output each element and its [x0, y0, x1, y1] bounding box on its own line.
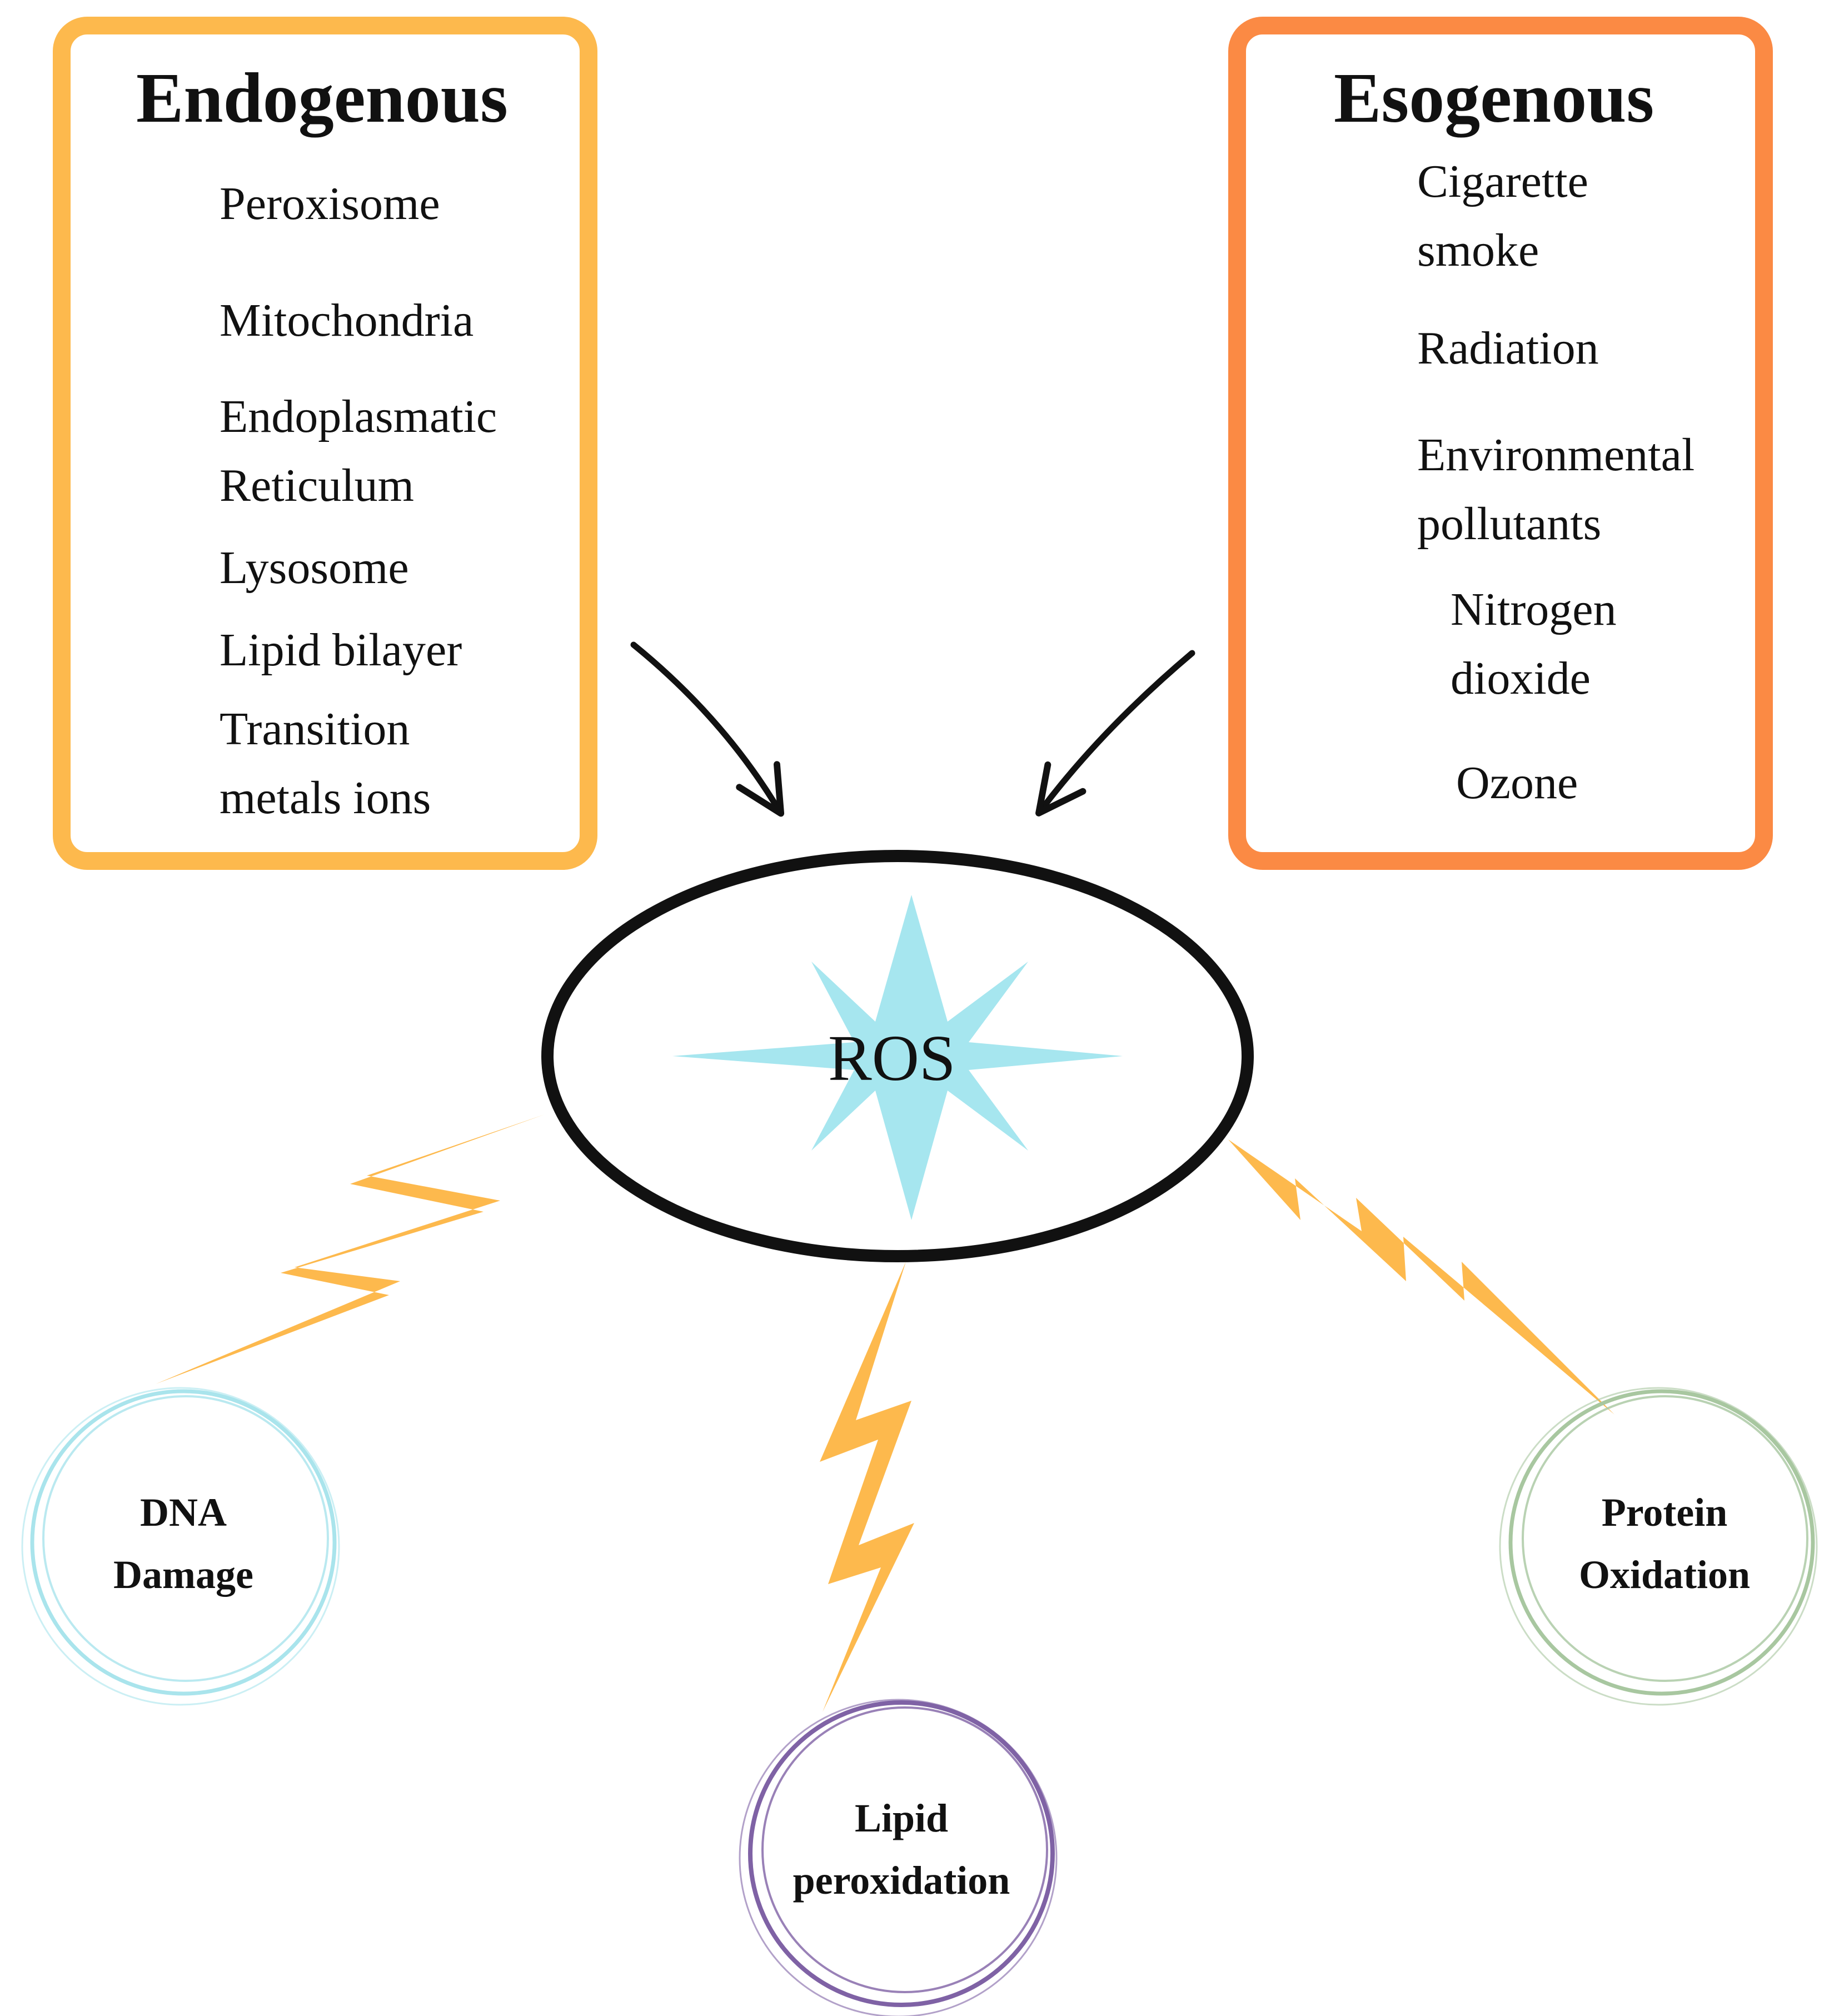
endogenous-item-lysosome: Lysosome: [220, 542, 409, 594]
ros-label: ROS: [828, 1022, 956, 1094]
arrow-esogenous-to-ros: [1035, 650, 1195, 817]
endogenous-item-lipid-bilayer: Lipid bilayer: [220, 624, 462, 676]
esogenous-item-radiation: Radiation: [1417, 322, 1599, 374]
dna-damage-ring: [21, 1387, 340, 1706]
protein-oxidation-ring: [1499, 1387, 1818, 1706]
endogenous-box: [53, 17, 597, 870]
lipid-peroxidation-ring: [739, 1699, 1058, 2016]
lightning-bolt-lipid: [820, 1262, 914, 1712]
esogenous-item-cigarette-smoke: Cigarette smoke: [1417, 156, 1588, 276]
esogenous-box: [1228, 17, 1773, 870]
esogenous-title: Esogenous: [1334, 58, 1654, 137]
endogenous-item-mitochondria: Mitochondria: [220, 295, 474, 346]
ros-star: [672, 895, 1123, 1220]
esogenous-item-ozone: Ozone: [1456, 757, 1578, 809]
outcome-dna-damage: DNA Damage: [113, 1490, 253, 1597]
ros-ellipse: [541, 850, 1254, 1262]
endogenous-item-peroxisome: Peroxisome: [220, 178, 440, 230]
arrow-endogenous-to-ros: [630, 641, 785, 817]
endogenous-item-endoplasmic-reticulum: Endoplasmatic Reticulum: [220, 391, 497, 511]
endogenous-title: Endogenous: [136, 58, 508, 137]
endogenous-item-transition-metals: Transition metals ions: [220, 703, 431, 824]
esogenous-item-environmental-pollutants: Environmental pollutants: [1417, 429, 1695, 550]
lightning-bolt-protein: [1228, 1139, 1614, 1415]
esogenous-item-nitrogen-dioxide: Nitrogen dioxide: [1451, 584, 1617, 704]
outcome-lipid-peroxidation: Lipid peroxidation: [793, 1796, 1010, 1903]
lightning-bolt-dna: [156, 1114, 545, 1384]
outcome-protein-oxidation: Protein Oxidation: [1578, 1490, 1751, 1597]
